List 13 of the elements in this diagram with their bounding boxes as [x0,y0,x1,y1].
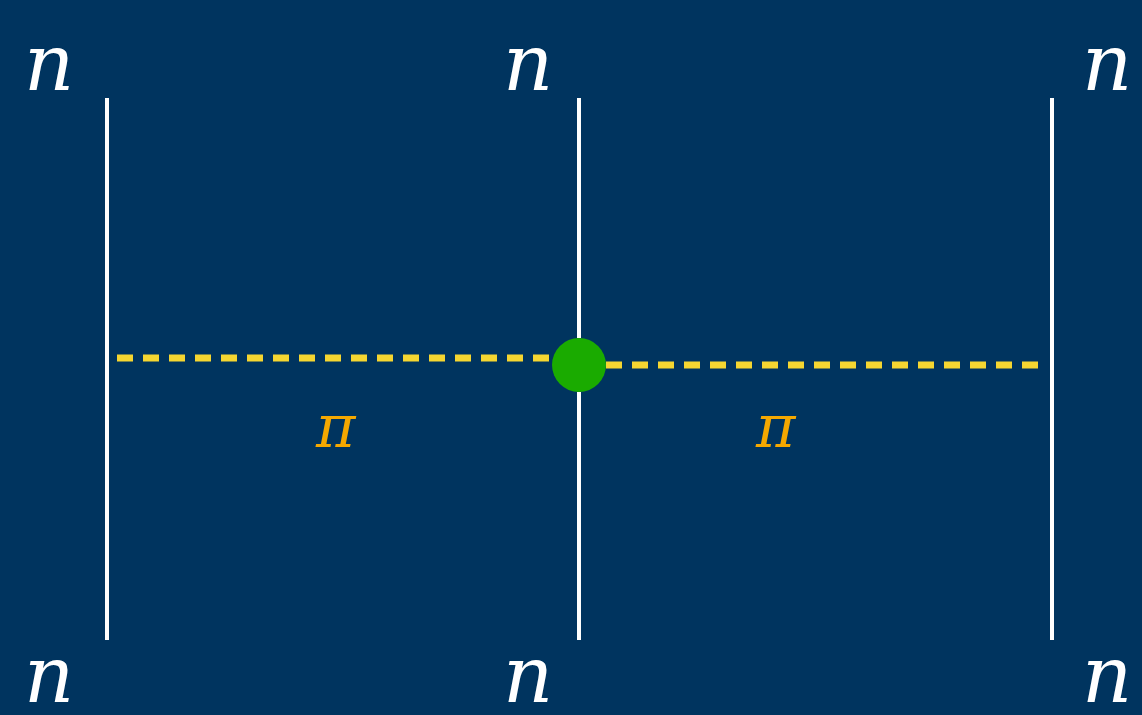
particle-label: n [1082,640,1133,710]
particle-label: n [1082,28,1133,98]
vertex-dot [552,338,606,392]
edge-label: π [756,396,796,456]
particle-label: n [24,28,75,98]
particle-label: n [503,640,554,710]
particle-label: n [24,640,75,710]
line [105,98,109,640]
line [577,392,581,640]
edge-label: π [316,396,356,456]
line [1050,98,1054,640]
particle-label: n [503,28,554,98]
line [577,98,581,338]
